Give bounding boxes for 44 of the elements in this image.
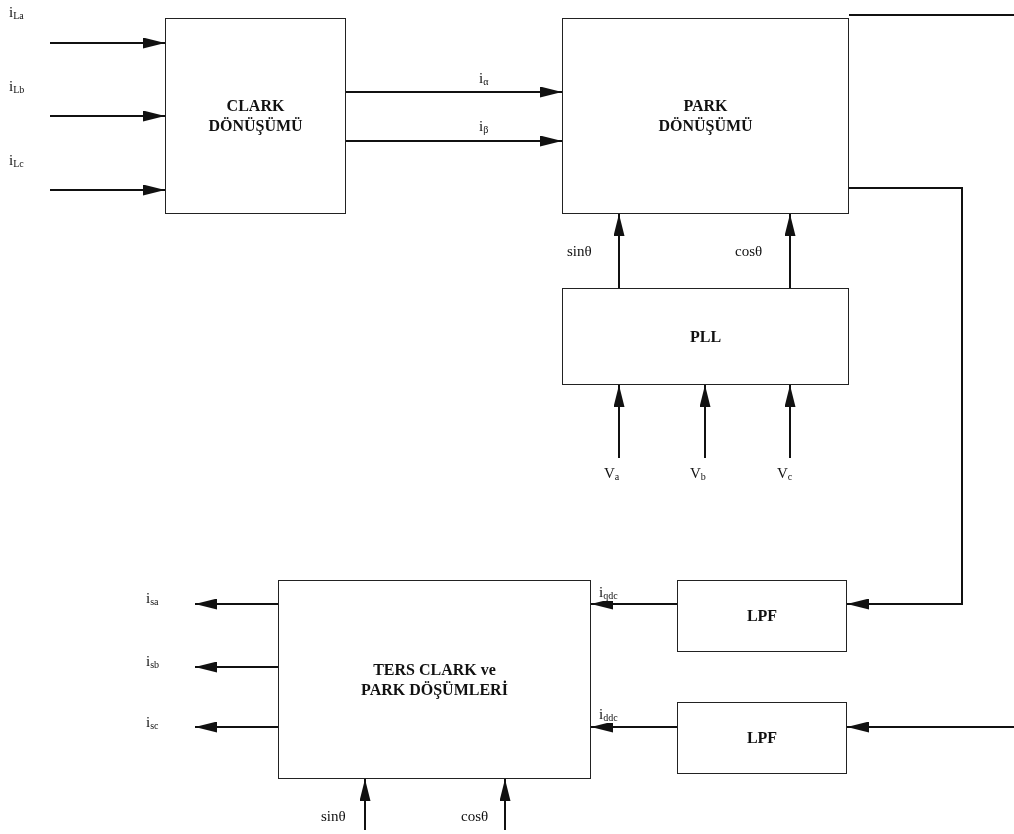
process-block bbox=[677, 702, 847, 774]
signal-arrow bbox=[613, 384, 625, 459]
signal-label: i$_{ddc}$ bbox=[598, 706, 619, 723]
block-label: TERS CLARK ve PARK DÖŞÜMLERİ bbox=[360, 659, 509, 700]
signal-arrow bbox=[194, 661, 279, 673]
signal-arrow bbox=[194, 598, 279, 610]
signal-arrow bbox=[359, 778, 371, 831]
signal-label: i$_{α}$ bbox=[478, 70, 490, 87]
block-label: CLARK DÖNÜŞÜMÜ bbox=[207, 96, 304, 136]
signal-label: i$_{qdc}$ bbox=[598, 584, 619, 601]
signal-arrow bbox=[784, 384, 796, 459]
arrow bbox=[846, 187, 963, 610]
arrow bbox=[784, 213, 796, 289]
signal-arrow bbox=[49, 110, 166, 122]
signal-label: i$_{sc}$ bbox=[145, 714, 160, 731]
signal-line bbox=[848, 14, 1014, 16]
signal-arrow bbox=[49, 184, 166, 196]
arrow bbox=[345, 86, 563, 98]
signal-label: V$_{b}$ bbox=[689, 465, 707, 482]
arrow bbox=[613, 213, 625, 289]
arrow bbox=[345, 135, 563, 147]
block-label: LPF bbox=[746, 606, 778, 626]
signal-label: i$_{β}$ bbox=[478, 118, 490, 135]
signal-arrow bbox=[499, 778, 511, 831]
block-label: PARK DÖNÜŞÜMÜ bbox=[657, 96, 754, 136]
signal-label: i$_{sa}$ bbox=[145, 590, 160, 607]
signal-arrow bbox=[194, 721, 279, 733]
arrow bbox=[590, 721, 678, 733]
process-block bbox=[165, 18, 346, 214]
signal-label: i$_{Lb}$ bbox=[8, 78, 26, 95]
process-block bbox=[278, 580, 591, 779]
signal-label: i$_{La}$ bbox=[8, 4, 25, 21]
signal-arrow bbox=[49, 37, 166, 49]
signal-label: V$_{a}$ bbox=[603, 465, 621, 482]
block-label: PLL bbox=[689, 326, 722, 347]
signal-label: V$_{c}$ bbox=[776, 465, 794, 482]
process-block bbox=[677, 580, 847, 652]
process-block bbox=[562, 288, 849, 385]
block-label: LPF bbox=[746, 728, 778, 748]
process-block bbox=[562, 18, 849, 214]
signal-arrow bbox=[699, 384, 711, 459]
signal-label: i$_{Lc}$ bbox=[8, 152, 25, 169]
signal-label: i$_{sb}$ bbox=[145, 653, 161, 670]
signal-arrow bbox=[846, 721, 1014, 733]
